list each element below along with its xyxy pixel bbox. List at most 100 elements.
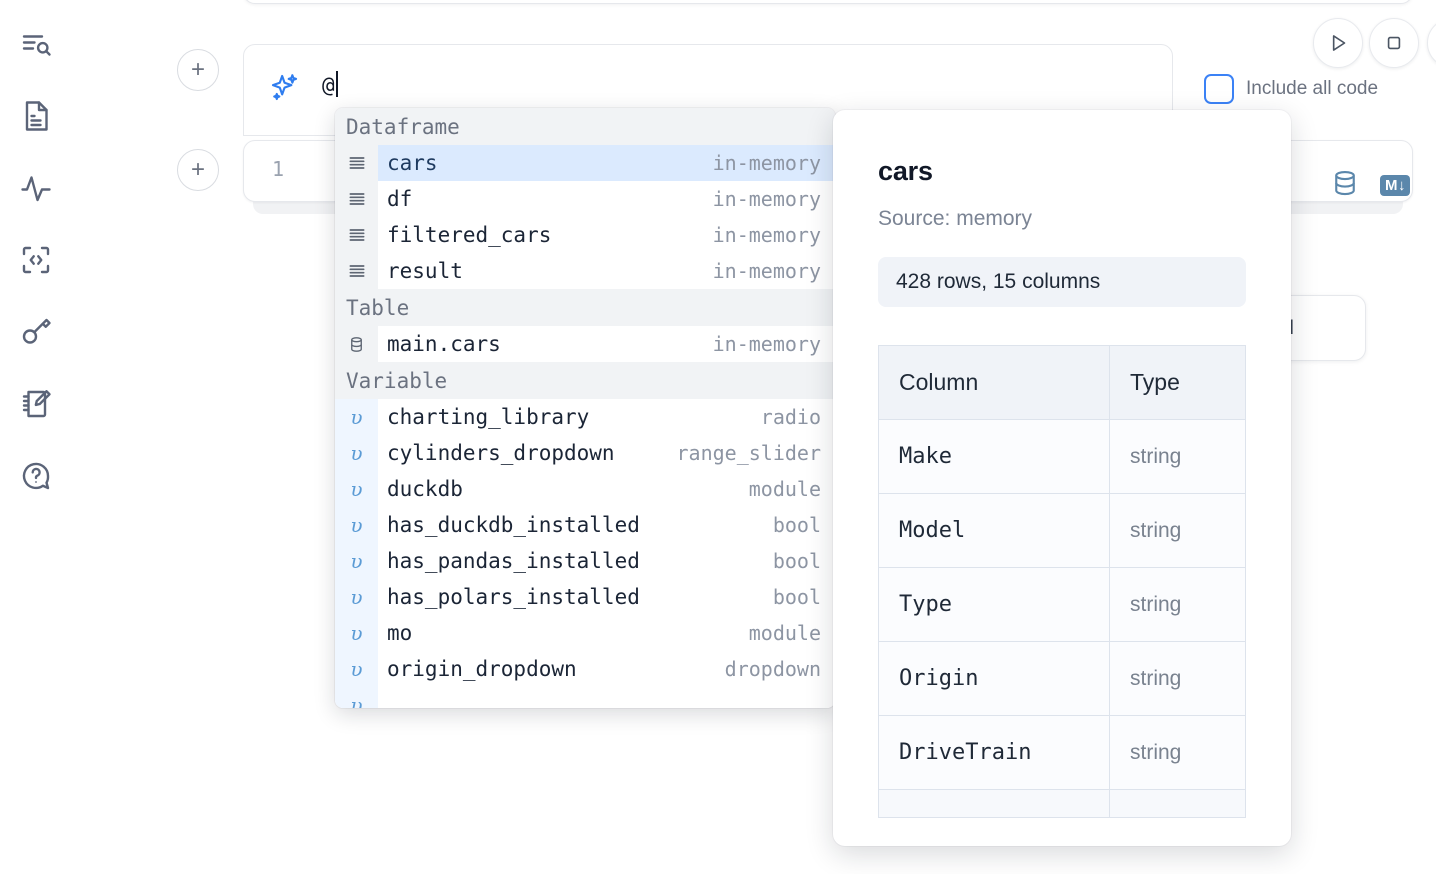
column-header-type: Type <box>1109 345 1246 420</box>
completion-doc-panel: cars Source: memory 428 rows, 15 columns… <box>833 110 1291 846</box>
autocomplete-item[interactable]: filtered_cars in-memory <box>335 217 835 253</box>
sparkle-icon <box>268 71 302 105</box>
autocomplete-item[interactable]: main.cars in-memory <box>335 326 835 362</box>
dataframe-icon <box>335 181 378 217</box>
schema-column-name-partial <box>878 789 1110 818</box>
autocomplete-item-name: has_pandas_installed <box>387 549 640 573</box>
schema-column-type: string <box>1109 419 1246 494</box>
autocomplete-item-name: cars <box>387 151 438 175</box>
schema-column-name: DriveTrain <box>878 715 1110 790</box>
add-cell-above-button[interactable]: + <box>177 49 219 91</box>
schema-column-type: string <box>1109 715 1246 790</box>
variable-icon: υ <box>335 579 378 615</box>
column-header-column: Column <box>878 345 1110 420</box>
autocomplete-item-kind: bool <box>772 513 821 537</box>
autocomplete-item-kind: bool <box>772 549 821 573</box>
doc-summary: 428 rows, 15 columns <box>878 257 1246 307</box>
autocomplete-item[interactable]: cars in-memory <box>335 145 835 181</box>
autocomplete-group-header: Dataframe <box>335 108 835 145</box>
text-cursor <box>335 71 338 97</box>
schema-column-name: Make <box>878 419 1110 494</box>
include-all-code-label: Include all code <box>1246 78 1379 99</box>
key-icon[interactable] <box>12 306 60 358</box>
autocomplete-item-partial[interactable]: υ <box>335 687 835 708</box>
markdown-badge[interactable]: M↓ <box>1380 175 1410 196</box>
autocomplete-item-name: duckdb <box>387 477 463 501</box>
autocomplete-item-kind: in-memory <box>712 151 821 175</box>
include-all-code-checkbox[interactable] <box>1204 74 1234 104</box>
variable-icon: υ <box>335 507 378 543</box>
help-chat-icon[interactable] <box>12 450 60 502</box>
variable-icon: υ <box>335 615 378 651</box>
line-number: 1 <box>272 157 285 181</box>
code-snippet-icon[interactable] <box>12 234 60 286</box>
include-all-code-control[interactable]: Include all code <box>1204 74 1378 104</box>
autocomplete-item-name: filtered_cars <box>387 223 552 247</box>
autocomplete-item-kind: module <box>748 621 821 645</box>
dataframe-icon <box>335 253 378 289</box>
autocomplete-item-kind: in-memory <box>712 332 821 356</box>
autocomplete-item-kind: dropdown <box>724 657 821 681</box>
autocomplete-item-kind: in-memory <box>712 223 821 247</box>
scratchpad-edit-icon[interactable] <box>12 378 60 430</box>
autocomplete-item-kind: radio <box>760 405 821 429</box>
table-database-icon <box>335 326 378 362</box>
autocomplete-item-kind: bool <box>772 585 821 609</box>
schema-column-name: Origin <box>878 641 1110 716</box>
autocomplete-group-header: Variable <box>335 362 835 399</box>
sidebar-icon-rail <box>0 0 72 874</box>
schema-column-type: string <box>1109 641 1246 716</box>
stop-cell-button[interactable] <box>1369 18 1419 68</box>
variable-icon: υ <box>335 687 378 708</box>
autocomplete-item-name: df <box>387 187 413 211</box>
markdown-badge-arrow: ↓ <box>1398 177 1406 194</box>
file-text-icon[interactable] <box>12 90 60 142</box>
table-row-partial <box>878 789 1246 818</box>
database-icon[interactable] <box>1330 168 1360 203</box>
doc-source: Source: memory <box>878 207 1033 230</box>
run-cell-button[interactable] <box>1313 18 1363 68</box>
autocomplete-item-name: has_polars_installed <box>387 585 640 609</box>
outline-search-icon[interactable] <box>12 18 60 70</box>
variable-icon: υ <box>335 471 378 507</box>
autocomplete-item-kind: module <box>748 477 821 501</box>
schema-column-type-partial <box>1109 789 1246 818</box>
table-header-row: Column Type <box>878 345 1246 420</box>
previous-cell-partial <box>243 0 1413 4</box>
dataframe-icon <box>335 217 378 253</box>
schema-column-name: Type <box>878 567 1110 642</box>
more-actions-button[interactable] <box>1427 18 1436 68</box>
autocomplete-group-header: Table <box>335 289 835 326</box>
autocomplete-item[interactable]: df in-memory <box>335 181 835 217</box>
schema-column-type: string <box>1109 567 1246 642</box>
variable-icon: υ <box>335 435 378 471</box>
variable-icon: υ <box>335 399 378 435</box>
autocomplete-item-kind: range_slider <box>676 441 822 465</box>
cell-output-icons: M↓ <box>1330 168 1410 203</box>
ai-prompt-text: @ <box>322 73 335 97</box>
autocomplete-item-name: main.cars <box>387 332 501 356</box>
add-cell-below-button[interactable]: + <box>177 149 219 191</box>
autocomplete-item-name: mo <box>387 621 413 645</box>
autocomplete-item-kind: in-memory <box>712 259 821 283</box>
autocomplete-item-name: origin_dropdown <box>387 657 577 681</box>
activity-pulse-icon[interactable] <box>12 162 60 214</box>
schema-column-type: string <box>1109 493 1246 568</box>
autocomplete-item[interactable]: υ has_polars_installed bool <box>335 579 835 615</box>
autocomplete-item-kind: in-memory <box>712 187 821 211</box>
cell-run-controls <box>1313 18 1436 68</box>
